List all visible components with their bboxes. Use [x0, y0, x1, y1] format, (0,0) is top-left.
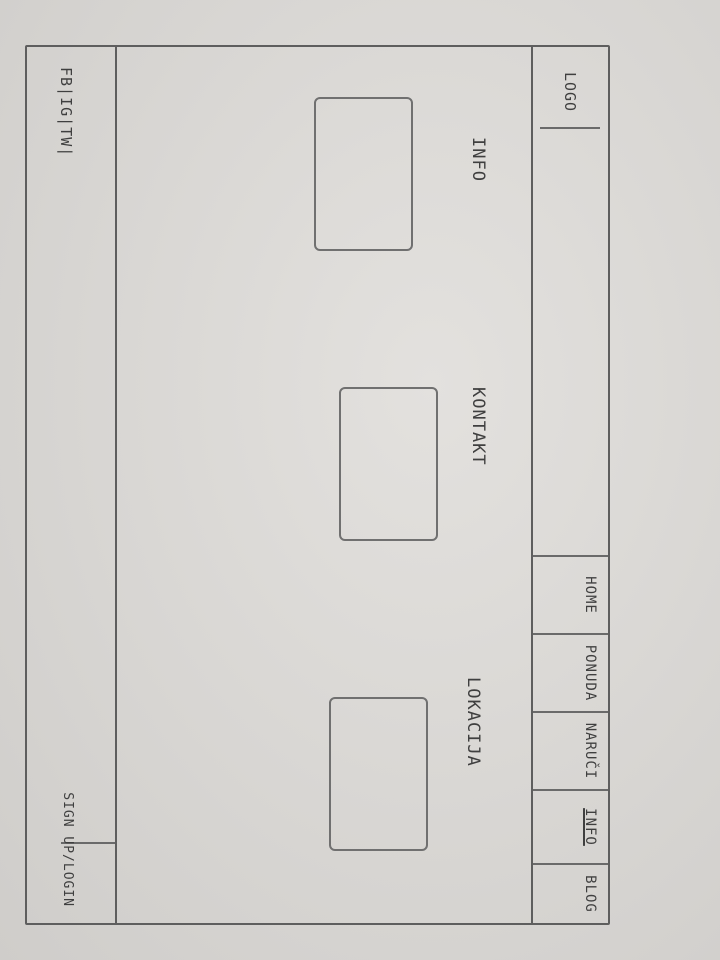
lokacija-image-placeholder — [329, 697, 428, 851]
lokacija-label[interactable]: LOKACIJA — [463, 677, 483, 767]
main-nav: HOME PONUDA NARUČI INFO BLOG — [533, 555, 608, 923]
site-header: LOGO HOME PONUDA NARUČI INFO BLOG — [531, 47, 608, 923]
kontakt-label[interactable]: KONTAKT — [468, 387, 488, 466]
nav-ponuda[interactable]: PONUDA — [533, 633, 608, 711]
wireframe-frame: LOGO HOME PONUDA NARUČI INFO BLOG INFO K… — [25, 45, 610, 925]
info-label[interactable]: INFO — [468, 137, 488, 182]
logo[interactable]: LOGO — [540, 57, 600, 129]
signup-login-link[interactable]: SIGN UP/LOGIN — [60, 792, 75, 907]
nav-home[interactable]: HOME — [533, 555, 608, 633]
site-footer: FB|IG|TW| SIGN UP/LOGIN — [27, 47, 117, 923]
kontakt-image-placeholder — [339, 387, 438, 541]
info-image-placeholder — [314, 97, 413, 251]
nav-blog[interactable]: BLOG — [533, 863, 608, 923]
nav-info[interactable]: INFO — [533, 789, 608, 863]
content-area: INFO KONTAKT LOKACIJA — [115, 47, 533, 923]
social-links[interactable]: FB|IG|TW| — [57, 67, 75, 158]
nav-naruci[interactable]: NARUČI — [533, 711, 608, 789]
